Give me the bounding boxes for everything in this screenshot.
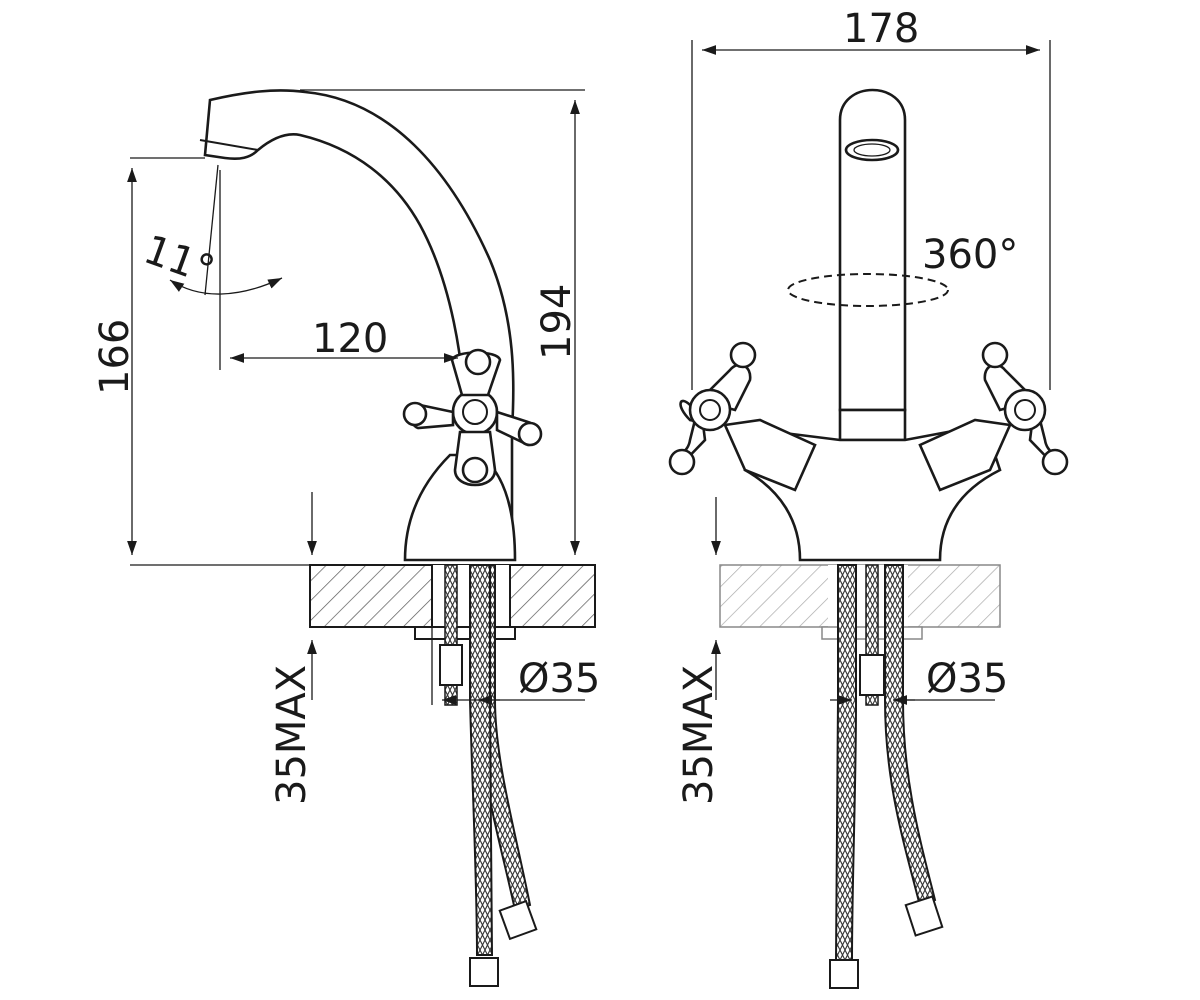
swivel-angle-label: 360° <box>922 232 1018 278</box>
hole-diameter-dimension-front: Ø35 <box>830 656 1008 705</box>
total-height-dimension: 194 <box>300 89 585 555</box>
swivel-indicator: 360° <box>787 232 1018 307</box>
side-view: 11° 166 120 194 35MAX <box>92 89 600 987</box>
left-cross-handle <box>668 341 817 492</box>
deck-thickness-dimension-front: 35MAX <box>676 497 722 805</box>
mounting-hardware-side <box>439 564 538 987</box>
width-label: 178 <box>843 6 919 52</box>
right-cross-handle <box>918 341 1069 492</box>
reach-dimension: 120 <box>219 170 458 370</box>
mounting-hardware-front <box>829 564 944 989</box>
width-dimension: 178 <box>691 6 1051 390</box>
hole-diameter-label-front: Ø35 <box>926 656 1008 702</box>
deck-thickness-label-front: 35MAX <box>676 665 722 805</box>
hole-diameter-dimension-side: Ø35 <box>431 627 600 705</box>
deck-thickness-label-side: 35MAX <box>269 665 315 805</box>
spout-angle-label: 11° <box>138 227 220 294</box>
deck-thickness-dimension-side: 35MAX <box>269 492 317 805</box>
cross-handle-side <box>402 348 543 487</box>
height-outlet-label: 166 <box>92 319 138 395</box>
spout-angle-indicator: 11° <box>138 164 283 296</box>
total-height-label: 194 <box>534 284 580 360</box>
reach-label: 120 <box>312 316 388 362</box>
countertop-section-front <box>719 564 1001 640</box>
spout-front <box>838 88 907 442</box>
height-outlet-dimension: 166 <box>92 157 310 566</box>
front-view: 360° <box>668 6 1069 989</box>
hole-diameter-label-side: Ø35 <box>518 656 600 702</box>
